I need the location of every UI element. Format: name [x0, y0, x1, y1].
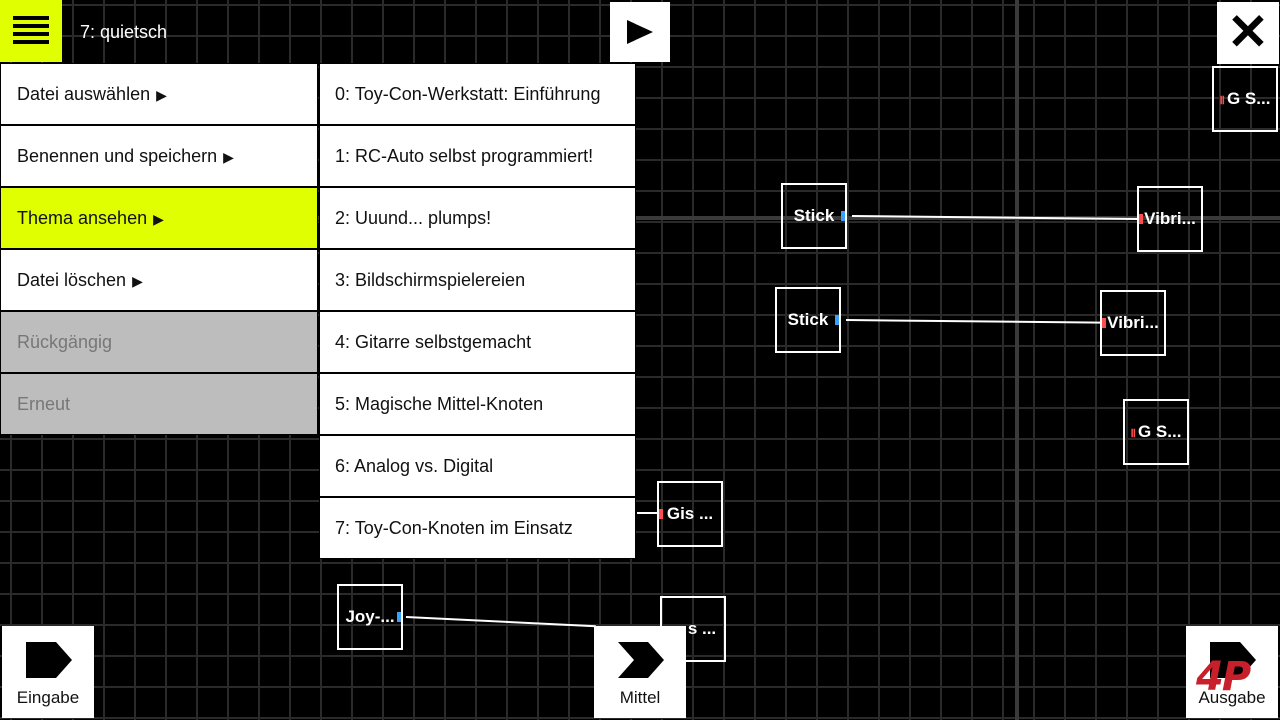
wire [637, 512, 657, 514]
node-stick[interactable]: Stick [781, 183, 847, 249]
topic-submenu: 0: Toy-Con-Werkstatt: Einführung 1: RC-A… [319, 63, 636, 559]
play-button[interactable] [610, 2, 670, 62]
node-vibration[interactable]: Vibri... [1100, 290, 1166, 356]
menu-item-select-file[interactable]: Datei auswählen▶ [0, 63, 318, 125]
wire [405, 616, 596, 628]
node-stick[interactable]: Stick [775, 287, 841, 353]
node-joycon[interactable]: Joy-... [337, 584, 403, 650]
file-title: 7: quietsch [80, 22, 168, 42]
submenu-item[interactable]: 1: RC-Auto selbst programmiert! [319, 125, 636, 187]
node-label: Stick [793, 206, 835, 225]
node-label: Vibri... [1107, 313, 1159, 332]
input-label: Eingabe [16, 688, 80, 707]
output-label: Ausgabe [1198, 688, 1266, 707]
submenu-item[interactable]: 4: Gitarre selbstgemacht [319, 311, 636, 373]
node-vibration[interactable]: Vibri... [1137, 186, 1203, 252]
input-port[interactable] [1102, 318, 1106, 328]
output-port[interactable] [835, 315, 839, 325]
input-port[interactable] [1139, 214, 1143, 224]
submenu-item[interactable]: 0: Toy-Con-Werkstatt: Einführung [319, 63, 636, 125]
close-icon: ✕ [1227, 4, 1269, 60]
input-button[interactable]: Eingabe [2, 626, 94, 718]
output-icon [1210, 642, 1256, 678]
submenu-item[interactable]: 6: Analog vs. Digital [319, 435, 636, 497]
menu-item-undo[interactable]: Rückgängig [0, 311, 318, 373]
menu-item-redo[interactable]: Erneut [0, 373, 318, 435]
arrow-right-icon: ▶ [223, 149, 234, 165]
submenu-item[interactable]: 3: Bildschirmspielereien [319, 249, 636, 311]
node-gis[interactable]: Gis ... [657, 481, 723, 547]
output-port[interactable] [397, 612, 401, 622]
node-label: Joy-... [345, 607, 395, 626]
node-label: G S... [1137, 422, 1182, 441]
arrow-right-icon: ▶ [132, 273, 143, 289]
chevron-right-icon [26, 642, 72, 678]
middle-button[interactable]: Mittel [594, 626, 686, 718]
arrow-right-icon: ▶ [156, 87, 167, 103]
grid-axis-horizontal [0, 216, 1280, 220]
output-button[interactable]: Ausgabe [1186, 626, 1278, 718]
submenu-item[interactable]: 7: Toy-Con-Knoten im Einsatz [319, 497, 636, 559]
menu-item-delete-file[interactable]: Datei löschen▶ [0, 249, 318, 311]
close-button[interactable]: ✕ [1217, 2, 1279, 64]
signal-icon: Ⅱ [1219, 95, 1225, 107]
submenu-item[interactable]: 2: Uuund... plumps! [319, 187, 636, 249]
menu-item-view-topic[interactable]: Thema ansehen▶ [0, 187, 318, 249]
node-label: Gis ... [666, 504, 714, 523]
node-label: Stick [787, 310, 829, 329]
submenu-item[interactable]: 5: Magische Mittel-Knoten [319, 373, 636, 435]
menu-button[interactable] [0, 0, 62, 62]
main-menu: Datei auswählen▶ Benennen und speichern▶… [0, 63, 318, 435]
node-label: Vibri... [1144, 209, 1196, 228]
output-port[interactable] [841, 211, 845, 221]
double-chevron-icon [618, 642, 664, 678]
arrow-right-icon: ▶ [153, 211, 164, 227]
wire [845, 319, 1102, 324]
middle-label: Mittel [619, 688, 661, 707]
signal-icon: Ⅱ [1130, 428, 1136, 440]
play-icon [627, 20, 653, 44]
node-label: s ... [687, 619, 717, 638]
node-label: G S... [1226, 89, 1271, 108]
watermark-logo: 4P [1196, 654, 1251, 700]
input-port[interactable] [659, 509, 663, 519]
menu-item-rename-save[interactable]: Benennen und speichern▶ [0, 125, 318, 187]
grid-axis-vertical [1015, 0, 1019, 720]
